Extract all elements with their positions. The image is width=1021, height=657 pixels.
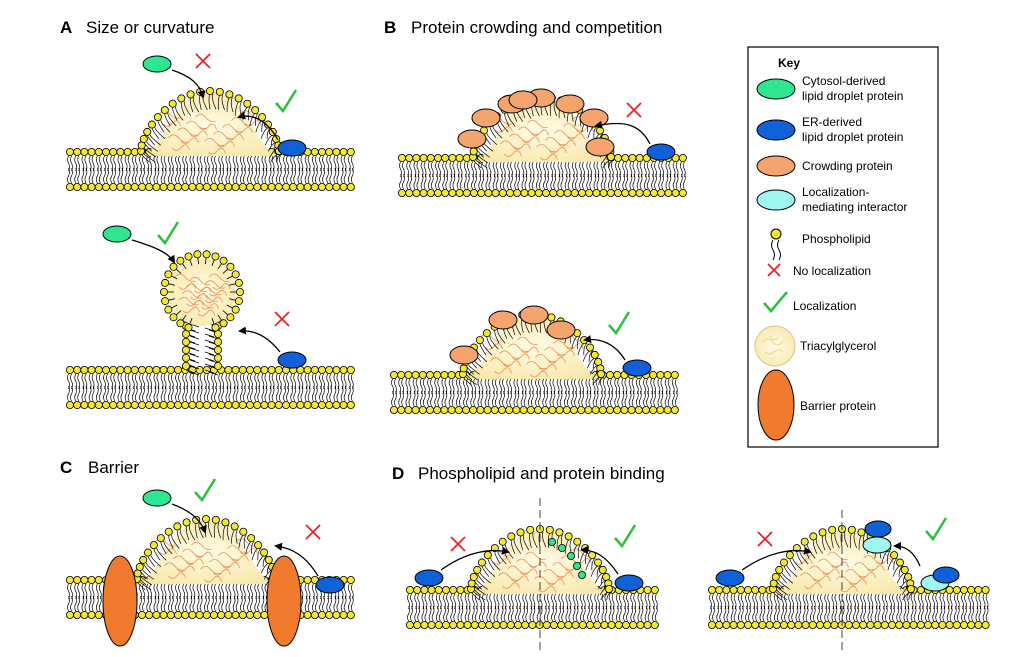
- arrow-icon: [171, 69, 206, 99]
- cytosol-protein: [142, 489, 172, 507]
- barrier-protein: [102, 555, 138, 647]
- key-barrier: Barrier protein: [800, 399, 876, 413]
- panel-d-title: Phospholipid and protein binding: [418, 464, 665, 483]
- arrow-icon: [171, 503, 207, 534]
- er-protein: [414, 569, 444, 587]
- crowding-protein: [488, 310, 518, 330]
- er-protein: [277, 351, 307, 369]
- check-icon: [194, 478, 217, 503]
- bound-phospholipid: [573, 562, 582, 571]
- arrow-icon: [583, 335, 626, 361]
- check-icon: [614, 524, 637, 549]
- crowding-protein-icon: [756, 155, 796, 177]
- check-icon: [275, 89, 298, 114]
- panel-a-title: Size or curvature: [86, 18, 215, 37]
- crowding-protein: [585, 137, 615, 157]
- er-protein: [646, 143, 676, 161]
- crowding-protein: [555, 94, 585, 114]
- er-protein: [715, 569, 745, 587]
- panel-b-title: Protein crowding and competition: [411, 18, 662, 37]
- arrow-icon: [594, 120, 651, 145]
- key-title: Key: [778, 56, 800, 70]
- panel-c-label: C Barrier: [60, 458, 139, 477]
- arrow-icon: [238, 326, 281, 353]
- key-phospholipid: Phospholipid: [802, 232, 871, 246]
- er-protein: [864, 520, 892, 538]
- er-protein: [315, 576, 345, 594]
- panel-b-label: B Protein crowding and competition: [384, 18, 662, 37]
- panel-d-label: D Phospholipid and protein binding: [392, 464, 665, 483]
- panel-c-title: Barrier: [88, 458, 139, 477]
- er-protein: [614, 574, 644, 592]
- er-protein-icon: [756, 119, 796, 141]
- crowding-protein: [457, 129, 487, 149]
- diagram-scenes: [66, 53, 990, 650]
- panel-a-scene-small-droplet: [66, 53, 355, 191]
- crowding-protein: [508, 90, 538, 110]
- panel-a-scene-budded-droplet: [66, 221, 355, 409]
- cytosol-protein: [142, 55, 172, 73]
- arrow-icon: [131, 239, 176, 264]
- cytosol-protein-icon: [756, 78, 796, 100]
- svg-text:D: D: [392, 464, 404, 483]
- key-tag: Triacylglycerol: [800, 339, 876, 353]
- panel-b-scene-less-crowded: [389, 305, 679, 414]
- crowding-protein: [546, 320, 576, 340]
- key-localization: Localization: [793, 299, 856, 313]
- bound-phospholipid: [548, 538, 557, 547]
- svg-text:C: C: [60, 458, 72, 477]
- panel-b-scene-crowded: [397, 88, 687, 197]
- barrier-protein-icon: [757, 369, 795, 441]
- check-icon: [157, 221, 180, 246]
- bound-phospholipid: [578, 571, 587, 580]
- crowding-protein: [449, 345, 479, 365]
- cross-icon: [757, 531, 773, 547]
- key-er-line2: lipid droplet protein: [802, 130, 903, 144]
- er-protein: [932, 566, 960, 584]
- svg-text:B: B: [384, 18, 396, 37]
- check-icon: [925, 517, 948, 542]
- phospholipid-icon: [770, 228, 782, 261]
- bound-phospholipid: [558, 544, 567, 553]
- arrow-icon: [893, 542, 921, 567]
- check-icon: [763, 291, 788, 313]
- arrow-icon: [237, 111, 279, 141]
- arrow-icon: [440, 546, 510, 571]
- crowding-protein: [471, 108, 501, 128]
- panel-d-scene-left: [405, 498, 659, 650]
- barrier-protein: [266, 555, 302, 647]
- cross-icon: [305, 524, 321, 540]
- panel-a-label: A Size or curvature: [60, 18, 215, 37]
- bound-phospholipid: [567, 552, 576, 561]
- svg-text:A: A: [60, 18, 72, 37]
- cytosol-protein: [102, 225, 132, 243]
- cross-icon: [767, 263, 781, 277]
- interactor: [862, 536, 892, 554]
- er-protein: [622, 359, 652, 377]
- interactor-icon: [756, 189, 796, 211]
- cross-icon: [195, 53, 211, 69]
- key-crowding: Crowding protein: [802, 159, 893, 173]
- arrow-icon: [741, 546, 812, 571]
- cross-icon: [626, 102, 642, 118]
- panel-d-scene-right: [708, 510, 990, 650]
- er-protein: [277, 139, 307, 157]
- arrow-icon: [274, 542, 319, 577]
- arrow-icon: [580, 546, 619, 575]
- cross-icon: [274, 311, 290, 327]
- key-cytosol-line2: lipid droplet protein: [802, 89, 903, 103]
- key-no-localization: No localization: [793, 264, 871, 278]
- key-interactor-line1: Localization-: [802, 185, 869, 199]
- cross-icon: [450, 536, 466, 552]
- crowding-protein: [519, 305, 549, 325]
- key-box: Key Cytosol-derived lipid droplet protei…: [747, 46, 939, 448]
- key-cytosol-line1: Cytosol-derived: [802, 74, 885, 88]
- key-interactor-line2: mediating interactor: [802, 200, 907, 214]
- panel-c-scene-barrier: [66, 478, 355, 647]
- key-er-line1: ER-derived: [802, 115, 862, 129]
- check-icon: [608, 311, 631, 336]
- lipid-droplet-icon: [754, 325, 796, 367]
